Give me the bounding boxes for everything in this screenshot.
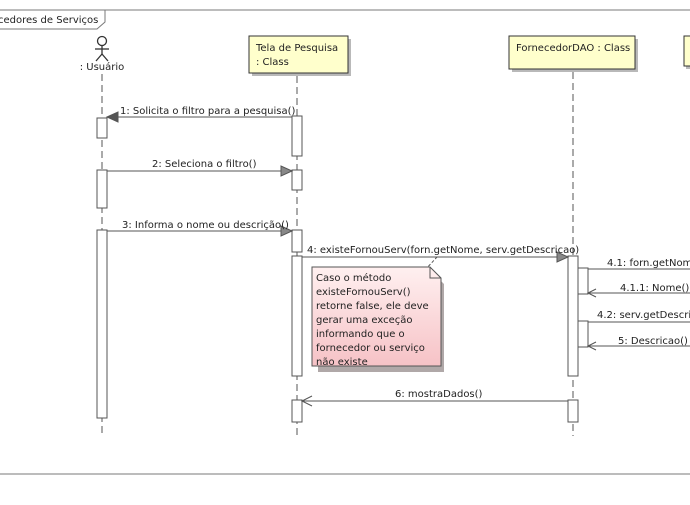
message-label: 4.1: forn.getNome( xyxy=(607,258,690,269)
lifeline-dao-name: FornecedorDAO : Class xyxy=(516,43,630,54)
note-line: existeFornouServ() xyxy=(316,287,411,298)
lifeline-tela-name: Tela de Pesquisa xyxy=(255,43,338,54)
message-4-1-1: 4.1.1: Nome() xyxy=(586,283,690,298)
note-fold xyxy=(429,267,441,279)
lifeline-partial xyxy=(683,35,690,69)
activation-bar xyxy=(291,255,303,377)
message-5: 5: Descricao() xyxy=(586,336,690,351)
actor-usuario: : Usuário xyxy=(80,35,125,73)
note-line: Caso o método xyxy=(316,272,391,284)
note-line: não existe xyxy=(316,357,368,368)
arrow-head xyxy=(556,251,570,263)
activation-bar xyxy=(577,320,589,348)
arrow-head xyxy=(280,225,294,237)
message-label: 3: Informa o nome ou descrição() xyxy=(122,220,289,231)
message-1: 1: Solicita o filtro para a pesquisa() xyxy=(105,106,296,123)
activation-bar xyxy=(567,399,579,423)
message-label: 2: Seleciona o filtro() xyxy=(152,159,257,170)
diagram-frame: cedores de Serviços xyxy=(0,9,690,475)
activation-bar xyxy=(291,399,303,423)
lifeline-tela: Tela de Pesquisa : Class xyxy=(248,35,351,76)
note: Caso o método existeFornouServ() retorne… xyxy=(311,256,444,372)
message-4: 4: existeFornouServ(forn.getNome, serv.g… xyxy=(302,245,579,263)
activation-bar xyxy=(96,169,108,209)
message-2: 2: Seleciona o filtro() xyxy=(107,159,294,177)
activation-bar xyxy=(291,169,303,191)
note-line: gerar uma exceção xyxy=(316,315,413,326)
lifeline-dao: FornecedorDAO : Class xyxy=(508,35,638,72)
arrow-head xyxy=(105,111,119,123)
message-label: 6: mostraDados() xyxy=(395,389,483,400)
activation-bar xyxy=(96,117,108,139)
arrow-head xyxy=(280,165,294,177)
note-line: retorne false, ele deve xyxy=(316,301,429,312)
message-label: 5: Descricao() xyxy=(618,336,688,347)
message-4-2: 4.2: serv.getDescrica xyxy=(588,310,690,323)
note-body xyxy=(311,266,442,367)
activation-bar xyxy=(96,229,108,419)
message-label: 1: Solicita o filtro para a pesquisa() xyxy=(120,106,296,117)
frame-tab xyxy=(0,9,106,30)
lifeline-tela-type: : Class xyxy=(256,57,289,68)
message-4-1: 4.1: forn.getNome( xyxy=(588,258,690,270)
lifeline-dao-box xyxy=(508,35,636,70)
arrow-head xyxy=(586,341,597,351)
activation-bar xyxy=(577,267,589,295)
actor-icon xyxy=(95,35,109,62)
frame-title: cedores de Serviços xyxy=(0,15,98,26)
actor-label: : Usuário xyxy=(80,61,125,73)
message-6: 6: mostraDados() xyxy=(300,389,568,407)
lifeline-partial-box xyxy=(683,35,690,67)
activation-bar xyxy=(291,229,303,253)
activation-bar xyxy=(291,115,303,157)
activation-bars xyxy=(96,115,589,423)
lifeline-tela-box xyxy=(248,35,349,74)
message-label: 4.2: serv.getDescrica xyxy=(597,310,690,321)
note-line: informando que o xyxy=(316,329,405,340)
message-label: 4.1.1: Nome() xyxy=(620,283,689,294)
note-line: fornecedor ou serviço xyxy=(316,343,425,354)
message-label: 4: existeFornouServ(forn.getNome, serv.g… xyxy=(307,245,579,256)
arrow-head xyxy=(300,395,313,407)
activation-bar xyxy=(567,255,579,377)
arrow-head xyxy=(586,288,597,298)
message-3: 3: Informa o nome ou descrição() xyxy=(107,220,294,237)
